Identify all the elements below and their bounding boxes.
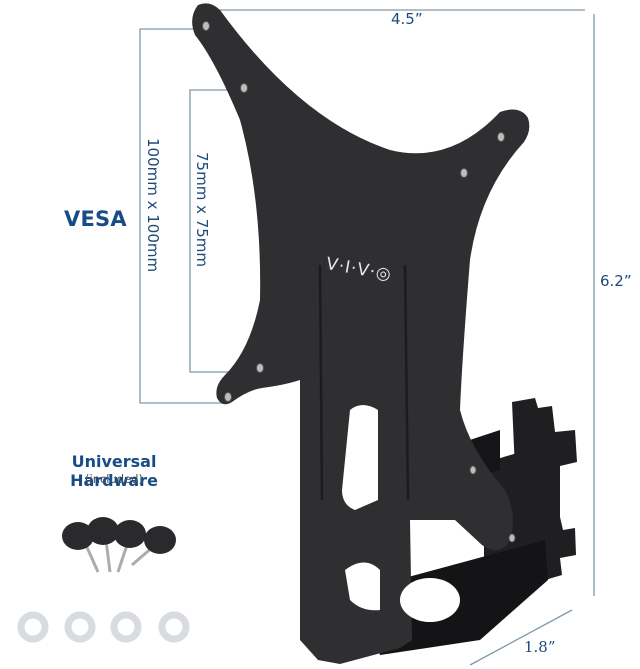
washer-icon: [110, 611, 142, 643]
hole-icon: [224, 392, 232, 402]
hole-icon: [469, 465, 477, 475]
hole-icon: [508, 533, 516, 543]
vesa-100-label: 100mm x 100mm: [144, 138, 162, 273]
washer-icon: [17, 611, 49, 643]
mounting-holes: [202, 21, 516, 543]
height-dimension-label: 6.2”: [600, 272, 632, 290]
thumb-screw-icon: [62, 522, 94, 550]
plate-cutouts: [342, 405, 460, 622]
width-dimension-label: 4.5”: [391, 10, 423, 28]
vesa-title: VESA: [64, 207, 127, 231]
plate-ridges: [318, 264, 410, 501]
hole-icon: [240, 83, 248, 93]
washer-icon: [64, 611, 96, 643]
hole-icon: [460, 168, 468, 178]
washer-icon: [158, 611, 190, 643]
depth-dimension-label: 1.8”: [524, 638, 556, 656]
thumb-screw-icon: [87, 517, 119, 545]
hardware-subtitle: (included): [85, 472, 143, 486]
depth-dimension-line: [469, 609, 573, 666]
thumb-screws: [62, 517, 176, 573]
vesa-75-bracket-line: [189, 89, 262, 373]
vesa-plate: [192, 3, 530, 665]
thumb-screw-icon: [114, 520, 146, 548]
dimension-lines: [139, 9, 595, 666]
thumb-screw-icon: [144, 526, 176, 554]
hardware-title: Universal Hardware: [70, 452, 158, 490]
vesa-75-label: 75mm x 75mm: [193, 152, 211, 268]
vesa-100-bracket-line: [139, 28, 225, 404]
hole-icon: [497, 132, 505, 142]
washers: [17, 611, 190, 643]
hole-icon: [256, 363, 264, 373]
hole-icon: [202, 21, 210, 31]
